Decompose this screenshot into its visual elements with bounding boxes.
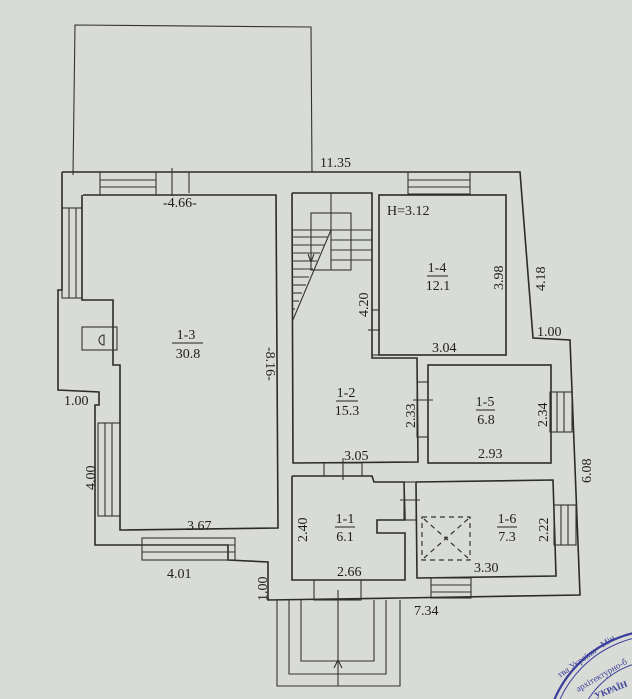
room-area: 15.3 (335, 404, 360, 419)
dim-room-1-6-width: 3.30 (474, 561, 499, 576)
fireplace-icon (81, 326, 118, 351)
window-icon (430, 577, 472, 599)
dim-room-1-2-height: 2.33 (404, 404, 419, 429)
dim-room-1-5-width: 2.93 (478, 447, 503, 462)
entrance-porch (276, 590, 401, 687)
room-id: 1-3 (177, 328, 196, 343)
window-icon (97, 422, 121, 517)
window-icon (141, 537, 236, 561)
terrace-outline (72, 24, 313, 176)
dim-room-1-5-height: 2.34 (536, 403, 551, 428)
room-1-6 (415, 479, 557, 579)
room-1-4 (378, 194, 507, 356)
dim-room-1-2-width: 3.05 (344, 449, 369, 464)
room-id: 1-1 (336, 512, 355, 527)
room-id: 1-4 (428, 261, 447, 276)
dim-room-1-6-height: 2.22 (537, 518, 552, 543)
ceiling-height: H=3.12 (387, 204, 430, 219)
room-label-1-4: 1-4 12.1 (426, 261, 451, 294)
window-icon (549, 391, 573, 433)
dim-room-1-3-height: -8.16- (262, 347, 277, 381)
room-id: 1-5 (476, 395, 495, 410)
dimensions: 11.35 -4.66- -8.16- H=3.12 4.18 1.00 6.0… (64, 156, 595, 619)
dim-stair-height: 4.20 (357, 293, 372, 318)
dim-top-width: 11.35 (320, 156, 351, 171)
dim-bottom-step: 1.00 (256, 577, 271, 602)
room-area: 7.3 (498, 530, 516, 545)
room-labels: 1-3 30.8 1-4 12.1 1-2 15.3 1-5 6.8 1-1 6… (172, 261, 517, 545)
room-label-1-1: 1-1 6.1 (335, 512, 355, 545)
dim-room-1-3-inner-width: 3.67 (187, 519, 212, 534)
dim-left-step: 1.00 (64, 394, 89, 409)
dim-left-lower: 4.00 (84, 466, 99, 491)
room-1-2 (291, 192, 419, 464)
room-id: 1-2 (337, 386, 356, 401)
official-stamp: тва України • Мін архітектурно-б УКРАЇН (553, 632, 632, 699)
room-area: 30.8 (176, 347, 201, 362)
room-1-1 (291, 475, 406, 581)
windows (61, 171, 577, 599)
window-icon (99, 171, 157, 196)
dim-right-step: 1.00 (537, 325, 562, 340)
room-area: 12.1 (426, 279, 451, 294)
room-area: 6.1 (336, 530, 354, 545)
room-label-1-3: 1-3 30.8 (172, 328, 203, 362)
window-icon (61, 207, 83, 299)
dim-right-lower: 6.08 (580, 459, 595, 484)
dim-room-1-1-width: 2.66 (337, 565, 362, 580)
room-1-3 (81, 194, 279, 531)
dim-right-upper: 4.18 (534, 267, 549, 292)
dim-left-bottom: 4.01 (167, 567, 192, 582)
window-icon (407, 171, 471, 195)
room-label-1-6: 1-6 7.3 (497, 512, 517, 545)
stairs-icon (291, 193, 372, 323)
dim-room-1-3-width: -4.66- (163, 196, 197, 211)
dim-room-1-4-width: 3.04 (432, 341, 457, 356)
room-label-1-2: 1-2 15.3 (335, 386, 360, 419)
room-label-1-5: 1-5 6.8 (476, 395, 495, 428)
room-id: 1-6 (498, 512, 517, 527)
dim-room-1-1-height: 2.40 (296, 518, 311, 543)
room-area: 6.8 (477, 413, 495, 428)
dim-room-1-4-height: 3.98 (492, 266, 507, 291)
dim-bottom-width: 7.34 (414, 604, 439, 619)
window-icon (553, 504, 577, 546)
